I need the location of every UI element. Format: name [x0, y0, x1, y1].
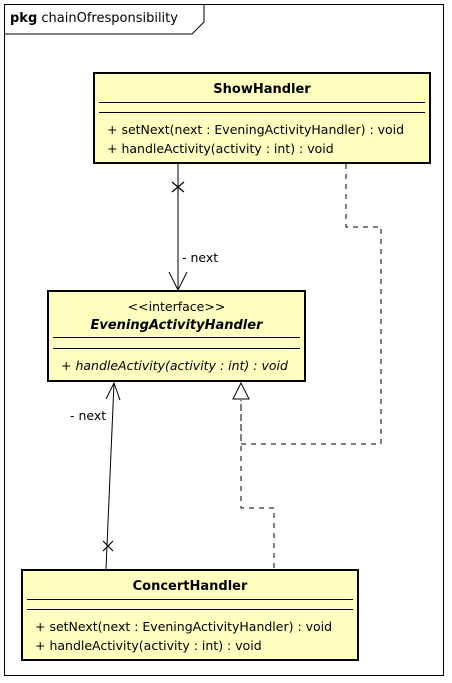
package-name: chainOfresponsibility	[41, 11, 178, 26]
show-non-navigable-x	[171, 181, 185, 193]
package-tab-outline	[4, 4, 205, 35]
class-divider	[27, 609, 353, 610]
realization-triangle	[232, 381, 250, 400]
class-divider	[99, 102, 425, 103]
operation-handle-activity: + handleActivity(activity : int) : void	[61, 358, 288, 373]
class-show-handler[interactable]: ShowHandler + setNext(next : EveningActi…	[93, 72, 431, 164]
class-divider	[27, 599, 353, 600]
class-divider	[99, 112, 425, 113]
class-divider	[53, 337, 300, 338]
operation-set-next: + setNext(next : EveningActivityHandler)…	[35, 619, 333, 634]
class-divider	[53, 348, 300, 349]
concert-non-navigable-x	[102, 540, 114, 552]
class-name: ShowHandler	[213, 82, 311, 97]
interface-name: EveningActivityHandler	[90, 318, 263, 333]
stereotype-label: <<interface>>	[127, 299, 226, 314]
operation-handle-activity: + handleActivity(activity : int) : void	[107, 141, 334, 156]
package-keyword: pkg	[10, 11, 38, 26]
concert-next-role-label: - next	[70, 408, 107, 423]
show-next-role-label: - next	[182, 250, 219, 265]
operation-handle-activity: + handleActivity(activity : int) : void	[35, 638, 262, 653]
operation-set-next: + setNext(next : EveningActivityHandler)…	[107, 122, 405, 137]
concert-next-arrowhead	[105, 381, 121, 401]
package-frame	[4, 4, 444, 676]
interface-evening-activity-handler[interactable]: <<interface>> EveningActivityHandler + h…	[47, 290, 306, 382]
class-concert-handler[interactable]: ConcertHandler + setNext(next : EveningA…	[21, 569, 359, 661]
package-label: pkg chainOfresponsibility	[10, 11, 178, 26]
concert-next-association-line	[105, 382, 115, 570]
concert-realization-line	[240, 400, 275, 568]
class-name: ConcertHandler	[132, 579, 248, 594]
